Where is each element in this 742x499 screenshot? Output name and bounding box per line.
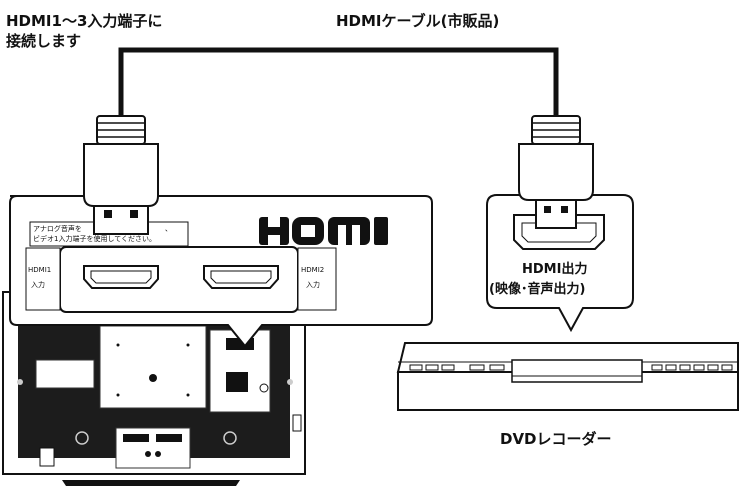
tv-connect-label-line2: 接続します <box>6 32 82 50</box>
hdmi1-port <box>83 265 159 289</box>
hdmi2-label-line1: HDMI2 <box>301 266 325 274</box>
hdmi-output-label-line1: HDMI出力 <box>522 262 588 277</box>
note-line1: アナログ音声を <box>33 225 82 233</box>
hdmi-output-label-line2: (映像･音声出力) <box>489 282 586 297</box>
hdmi2-label-line2: 入力 <box>306 281 320 289</box>
hdmi-plug-tv <box>83 115 159 235</box>
note-line2: ビデオ1入力端子を使用してください。 <box>33 235 157 243</box>
hdmi2-port <box>203 265 279 289</box>
dvd-recorder <box>396 342 739 411</box>
recorder-label: DVDレコーダー <box>500 430 612 448</box>
hdmi1-label-line2: 入力 <box>31 281 45 289</box>
hdmi-plug-recorder <box>518 115 594 229</box>
tv-hdmi-panel <box>9 195 433 348</box>
hdmi-cable <box>118 47 559 118</box>
cable-label: HDMIケーブル(市販品) <box>336 12 500 30</box>
hdmi1-label-line1: HDMI1 <box>28 266 52 274</box>
note-line1-tail: 、 <box>165 225 172 233</box>
recorder-hdmi-panel <box>486 194 634 333</box>
tv-connect-label-line1: HDMI1〜3入力端子に <box>6 12 163 30</box>
